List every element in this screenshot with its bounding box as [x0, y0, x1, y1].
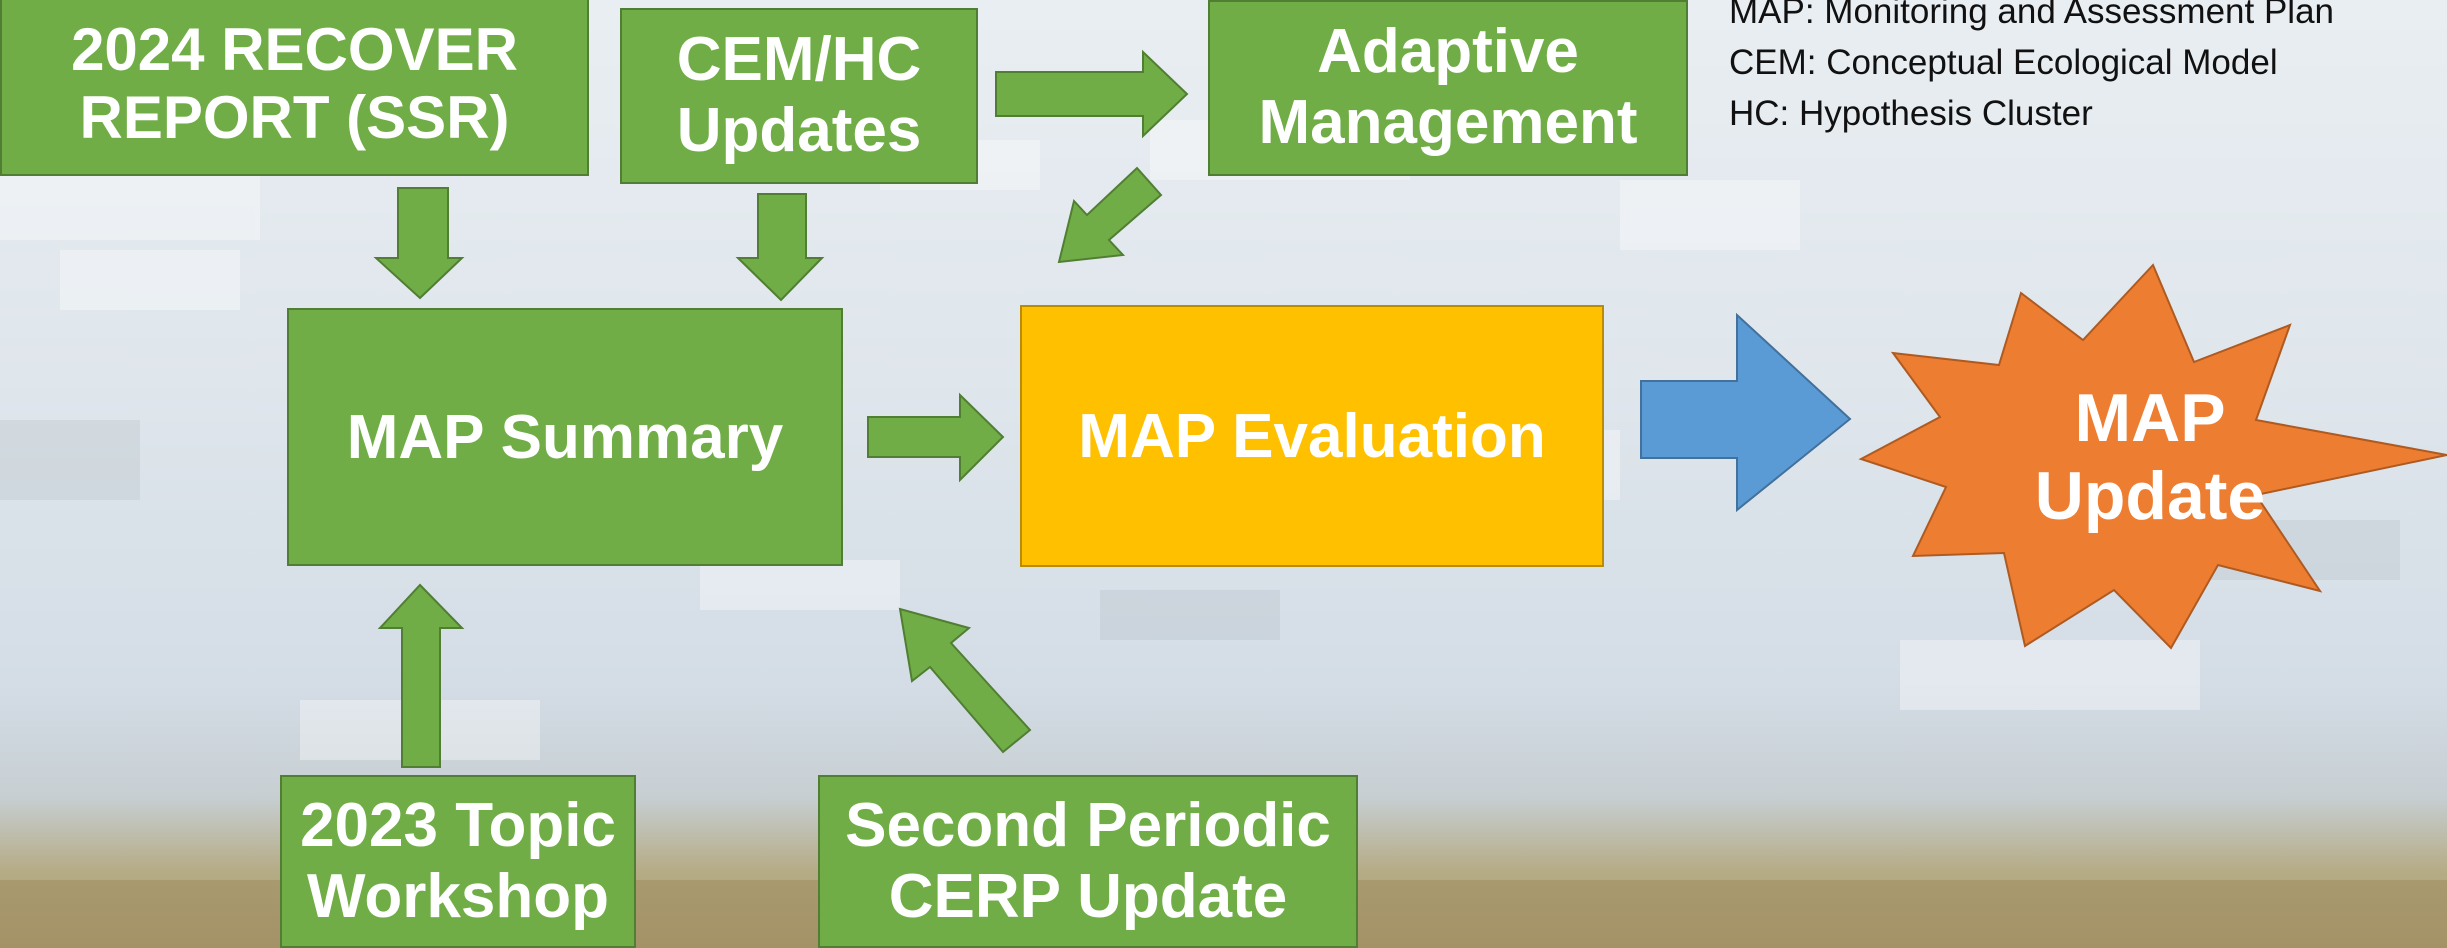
adaptive-management-box: Adaptive Management [1208, 0, 1688, 176]
cem-hc-updates-box: CEM/HC Updates [620, 8, 978, 184]
arrow-summary-to-evaluation [867, 392, 1005, 483]
map-summary-box: MAP Summary [287, 308, 843, 566]
cerp-update-box: Second Periodic CERP Update [818, 775, 1358, 948]
arrow-adaptive-to-evaluation [1057, 166, 1163, 264]
legend-item-hc: HC: Hypothesis Cluster [1729, 94, 2093, 133]
arrow-cerp-to-summary [898, 607, 1032, 754]
recover-report-box: 2024 RECOVER REPORT (SSR) [0, 0, 589, 176]
arrow-workshop-to-summary [377, 583, 465, 768]
map-update-label: MAP Update [2034, 379, 2266, 534]
arrow-cem-to-adaptive [995, 49, 1189, 139]
arrow-evaluation-to-update [1640, 312, 1852, 513]
topic-workshop-box: 2023 Topic Workshop [280, 775, 636, 948]
map-evaluation-box: MAP Evaluation [1020, 305, 1604, 567]
legend-item-map: MAP: Monitoring and Assessment Plan [1729, 0, 2335, 31]
legend-item-cem: CEM: Conceptual Ecological Model [1729, 43, 2278, 82]
arrow-cem-to-summary [735, 193, 825, 302]
abbreviation-legend: MAP: Monitoring and Assessment Plan CEM:… [1729, 0, 2334, 139]
arrow-recover-to-summary [373, 187, 465, 300]
map-update-starburst [1858, 263, 2447, 650]
